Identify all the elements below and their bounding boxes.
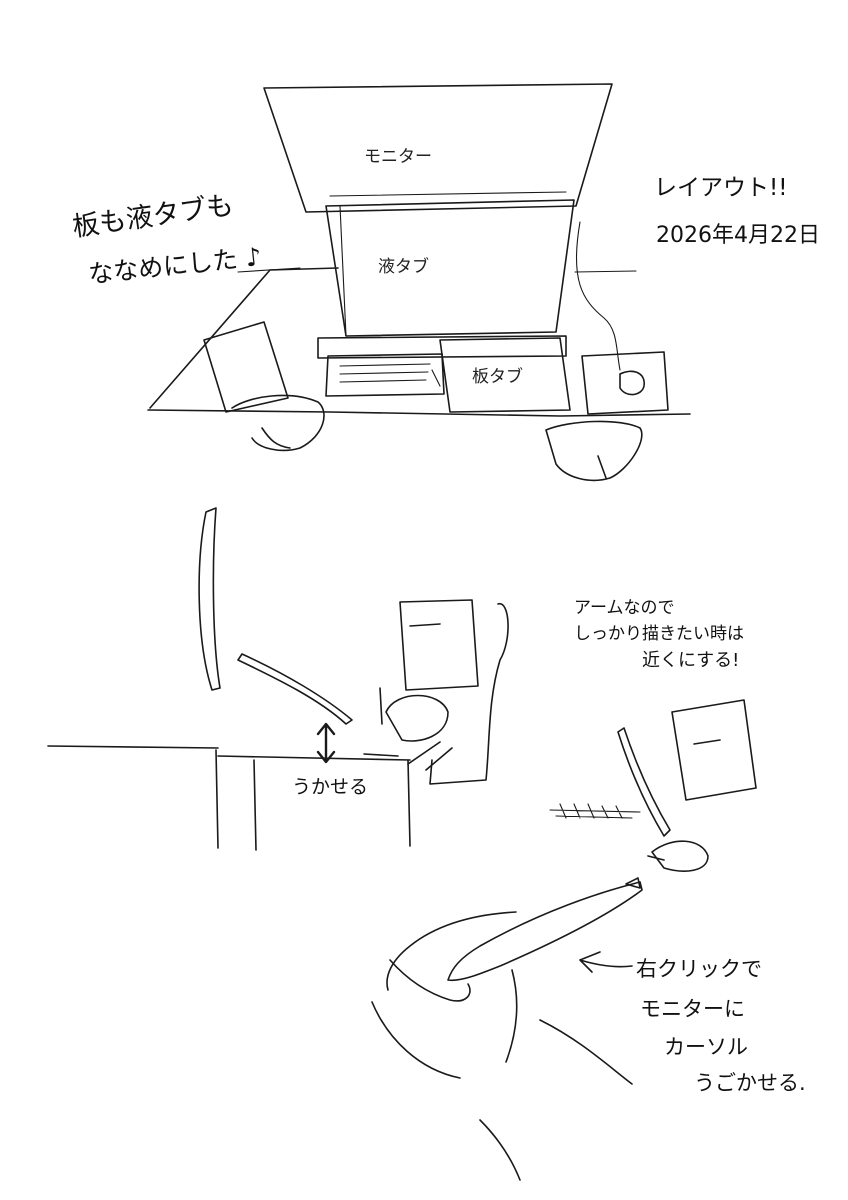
desk-back-line-left: [237, 267, 301, 273]
mouse-cable: [575, 221, 621, 371]
desk-layout-sketch: [147, 83, 691, 482]
left-hand-sketch: [231, 394, 325, 452]
closeup-desk-hatch: [549, 803, 641, 819]
note-arm-line3: 近くにする!: [642, 650, 740, 671]
mousepad-outline: [581, 351, 669, 415]
side-hand: [379, 687, 449, 742]
closeup-pen-display: [617, 727, 671, 837]
side-desk-legs: [215, 749, 411, 851]
note-click-line2: モニターに: [640, 997, 745, 1021]
pen-body: [447, 881, 643, 982]
button-arrow: [579, 951, 633, 973]
pen-display-stand-left: [339, 205, 347, 337]
note-date: 2026年4月22日: [656, 223, 820, 248]
desk-back-line-right: [574, 270, 637, 273]
note-click-line3: カーソル: [664, 1035, 748, 1059]
side-pen: [363, 741, 453, 771]
side-pen-display: [237, 653, 353, 725]
pen-tablet-outline: [439, 337, 571, 413]
closeup-chair-back: [671, 699, 757, 801]
label-pen-display: 液タブ: [378, 257, 429, 277]
side-chair-frame: [429, 603, 509, 785]
mouse-sketch: [619, 370, 645, 396]
label-pen-tablet: 板タブ: [472, 367, 523, 387]
note-arm-line2: しっかり描きたい時は: [574, 624, 744, 644]
desk-left-edge: [149, 267, 339, 409]
note-layout-title: レイアウト!!: [654, 175, 788, 201]
label-monitor: モニター: [364, 147, 432, 167]
note-click-line1: 右クリックで: [636, 957, 762, 981]
keyboard-keys: [339, 363, 441, 387]
side-view-sketch: [47, 507, 509, 851]
pen-display-outline: [325, 199, 575, 337]
keyboard-outline: [325, 353, 445, 397]
side-monitor: [198, 507, 221, 691]
hand-thumb: [389, 959, 471, 1002]
note-click-line4: うごかせる.: [694, 1071, 806, 1095]
desk-front-edge: [147, 409, 691, 417]
note-float-label: うかせる: [292, 776, 369, 798]
hand-wrist: [479, 1019, 633, 1181]
pen-display-base: [317, 335, 567, 359]
right-hand-sketch: [545, 420, 643, 482]
hand-palm: [371, 969, 518, 1079]
monitor-inner-line: [329, 191, 567, 197]
float-arrow: [316, 722, 336, 764]
pen-tip: [625, 877, 641, 889]
left-object-box: [203, 321, 289, 413]
hand-index-finger: [386, 911, 517, 991]
arm-closeup-sketch: [549, 699, 757, 872]
note-arm-line1: アームなので: [574, 598, 675, 618]
hand-pen-sketch: [371, 877, 643, 1181]
side-chair-back: [399, 599, 479, 691]
closeup-hand: [647, 840, 709, 872]
side-desk-top: [47, 745, 411, 761]
monitor-outline: [263, 83, 613, 213]
